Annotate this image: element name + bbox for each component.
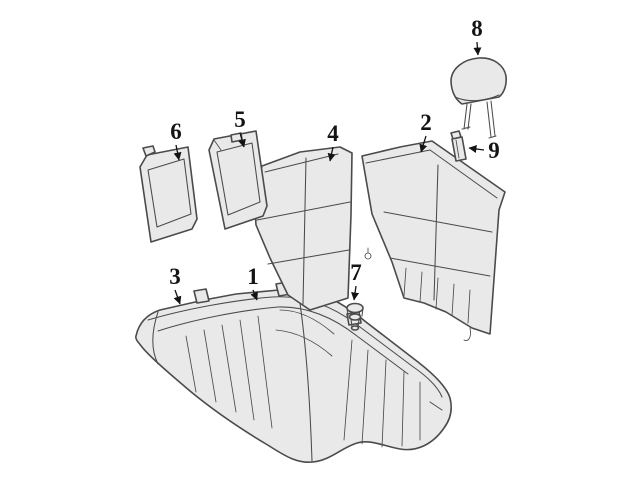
bolt-shank	[350, 318, 360, 328]
pleat-line	[221, 324, 237, 413]
cushion-left-end-seam	[152, 311, 159, 365]
pleat-line	[239, 319, 255, 421]
callout-arrow	[238, 132, 246, 148]
callout-arrow	[473, 41, 482, 56]
seat-back-right-pleat	[467, 289, 471, 324]
pleat-line	[361, 349, 369, 445]
bolt-collar	[348, 313, 362, 321]
side-trim-panel-tab	[142, 145, 156, 157]
headrest-guide-seam	[455, 139, 460, 159]
headrest-guide-body	[451, 136, 467, 162]
callout-arrow	[173, 144, 182, 161]
cushion-bracket	[193, 288, 210, 304]
callout-label: 7	[350, 260, 362, 285]
headrest-guide	[450, 130, 467, 162]
seat-cushion	[135, 281, 452, 463]
side-trim-panel-inner-border	[147, 158, 192, 228]
wire-loop	[364, 247, 372, 260]
callout-7: 7	[350, 260, 362, 301]
callout-1: 1	[247, 264, 259, 301]
callout-2: 2	[419, 110, 432, 153]
seat-back-right-quilt-vertical	[433, 164, 439, 301]
center-quilt-line	[279, 309, 335, 335]
callout-label: 5	[234, 107, 246, 132]
seat-back-right-quilt-row	[383, 211, 493, 233]
callout-9: 9	[468, 138, 500, 163]
seat-back-right-pleat	[403, 267, 407, 297]
seat-back-left-quilt-row	[267, 249, 350, 265]
pleat-line	[185, 335, 197, 393]
pass-through-panel-fold-line	[213, 139, 222, 151]
callout-arrow	[419, 135, 428, 153]
cushion-right-end-detail	[429, 401, 443, 411]
headrest-post	[461, 103, 472, 130]
callout-4: 4	[327, 121, 339, 162]
seat-back-right	[361, 140, 506, 341]
callout-label: 1	[247, 264, 259, 289]
headrest-outline	[450, 57, 507, 105]
seat-back-left-top-band	[264, 153, 339, 173]
bolt-neck	[346, 307, 364, 317]
pleat-line	[203, 329, 217, 403]
seat-cushion-outline	[135, 288, 452, 463]
seat-back-left	[253, 146, 353, 311]
center-quilt-line	[275, 329, 333, 357]
callout-arrow	[327, 146, 336, 162]
seat-back-right-outline	[361, 140, 506, 335]
callout-arrow	[351, 285, 360, 301]
callout-arrow	[468, 145, 485, 153]
callout-arrow	[173, 289, 182, 305]
headrest-bottom-seam	[454, 94, 500, 102]
headrest	[450, 57, 507, 139]
callout-label: 6	[170, 119, 182, 144]
seat-back-right-quilt-row	[389, 257, 491, 277]
callout-label: 4	[327, 121, 339, 146]
pleat-line	[401, 371, 405, 447]
headrest-post	[486, 100, 497, 139]
bolt-tip	[350, 325, 360, 331]
seat-back-right-pleat	[451, 283, 455, 317]
side-trim-panel	[139, 145, 198, 243]
callout-8: 8	[471, 16, 483, 56]
bolt-head	[346, 302, 364, 314]
callout-3: 3	[169, 264, 182, 305]
seat-back-left-quilt-vertical	[302, 157, 307, 305]
fastener-bolt	[346, 302, 364, 331]
callout-label: 3	[169, 264, 181, 289]
seat-back-right-top-band	[365, 149, 498, 199]
pleat-line	[343, 339, 353, 441]
callout-label: 2	[420, 110, 432, 135]
seat-back-right-pleat	[419, 271, 423, 303]
callout-6: 6	[170, 119, 182, 161]
strap-loop	[463, 327, 471, 341]
seat-back-right-pleat	[435, 277, 439, 310]
pleat-line	[257, 315, 273, 429]
callout-label: 8	[471, 16, 483, 41]
pleat-line	[381, 359, 387, 448]
callout-label: 9	[488, 138, 500, 163]
cushion-mid-seam	[157, 306, 409, 375]
pass-through-panel	[208, 130, 268, 230]
cushion-split-seam	[297, 289, 313, 462]
callout-arrow	[250, 289, 258, 301]
seat-back-left-quilt-row	[256, 201, 351, 221]
callout-5: 5	[234, 107, 246, 148]
